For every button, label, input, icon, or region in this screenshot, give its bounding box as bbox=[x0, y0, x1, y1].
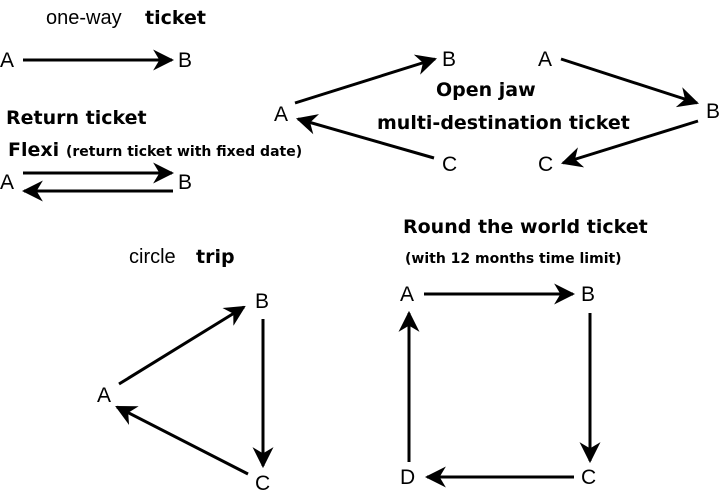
round-the-world-node-a: A bbox=[400, 283, 414, 306]
round-the-world-subtitle: (with 12 months time limit) bbox=[405, 251, 622, 267]
open-jaw-right: A B C bbox=[538, 48, 720, 176]
return-subtitle-bold: Flexi bbox=[8, 139, 59, 161]
open-jaw-right-edge-a-b bbox=[560, 57, 699, 108]
open-jaw-section: Open jaw multi-destination ticket A B C … bbox=[274, 48, 720, 176]
one-way-title-plain: one-way bbox=[46, 7, 122, 29]
circle-trip-section: circle trip A B C bbox=[97, 246, 274, 495]
circle-trip-node-b: B bbox=[255, 290, 269, 313]
round-the-world-section: Round the world ticket (with 12 months t… bbox=[398, 216, 648, 489]
return-subtitle-paren: (return ticket with fixed date) bbox=[66, 144, 302, 160]
one-way-title-bold: ticket bbox=[145, 7, 206, 29]
open-jaw-left-edge-a-b bbox=[294, 54, 438, 105]
round-the-world-title: Round the world ticket bbox=[403, 216, 648, 238]
circle-trip-title-bold: trip bbox=[196, 246, 235, 268]
circle-trip-node-a: A bbox=[97, 384, 111, 407]
open-jaw-left: A B C bbox=[274, 48, 457, 176]
return-node-a: A bbox=[0, 171, 14, 194]
return-title: Return ticket bbox=[6, 107, 147, 129]
one-way-section: one-way ticket A B bbox=[0, 7, 206, 72]
open-jaw-right-edge-b-c bbox=[560, 119, 699, 168]
open-jaw-title-line1: Open jaw bbox=[436, 79, 536, 101]
round-the-world-node-d: D bbox=[400, 466, 415, 489]
open-jaw-left-edge-c-a bbox=[295, 114, 435, 160]
round-the-world-node-c: C bbox=[581, 466, 596, 489]
open-jaw-right-node-b: B bbox=[706, 100, 720, 123]
return-section: Return ticket Flexi (return ticket with … bbox=[0, 107, 302, 202]
circle-trip-node-c: C bbox=[255, 472, 270, 495]
open-jaw-left-node-b: B bbox=[442, 48, 456, 71]
circle-trip-edge-a-b bbox=[118, 305, 246, 386]
open-jaw-left-node-c: C bbox=[442, 153, 457, 176]
one-way-node-a: A bbox=[0, 49, 14, 72]
open-jaw-right-node-a: A bbox=[538, 48, 552, 71]
circle-trip-title-plain: circle bbox=[129, 246, 176, 268]
return-node-b: B bbox=[178, 171, 192, 194]
open-jaw-title-line2: multi-destination ticket bbox=[377, 112, 630, 134]
open-jaw-right-node-c: C bbox=[538, 153, 553, 176]
circle-trip-edge-c-a bbox=[115, 405, 249, 476]
open-jaw-left-node-a: A bbox=[274, 103, 288, 126]
one-way-node-b: B bbox=[178, 49, 192, 72]
round-the-world-node-b: B bbox=[581, 283, 595, 306]
